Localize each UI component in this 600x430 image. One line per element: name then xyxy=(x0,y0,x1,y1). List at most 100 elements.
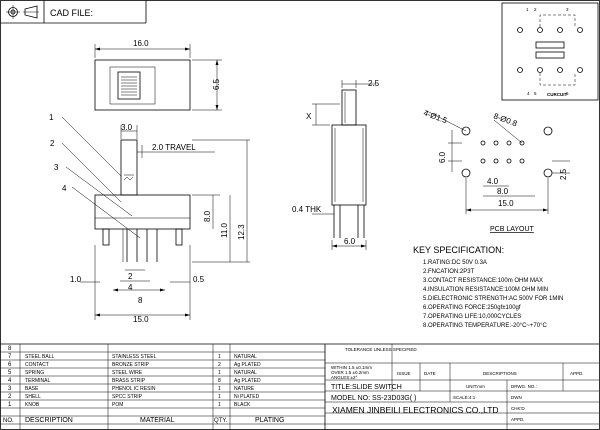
top-view-body xyxy=(94,59,191,111)
dim-body-height: 6.5 xyxy=(212,78,221,90)
pin-label: 6 xyxy=(566,91,569,96)
side-view: 2.5 X 0.4 THK 6.0 xyxy=(292,79,380,250)
circuit-title: CURCUIT xyxy=(547,92,567,97)
bom-qty: 1 xyxy=(218,394,221,400)
pin-label: 2 xyxy=(534,7,537,12)
bom-qty: 1 xyxy=(218,354,221,360)
spec-item: 3.CONTACT RESISTANCE:100m OHM MAX xyxy=(423,278,543,284)
side-body xyxy=(331,124,367,206)
bom-description: BASE xyxy=(25,386,39,392)
bom-plating: Ag PLATED xyxy=(234,362,261,368)
bom-table: 8 7 STEEL BALL STAINLESS STEEL 1 NATURAL… xyxy=(0,343,326,430)
bom-material: BRASS STRIP xyxy=(112,378,146,384)
side-actuator xyxy=(341,89,357,126)
bom-header-description: DESCRIPTION xyxy=(25,417,73,424)
hole-large: 8-Ø0.8 xyxy=(492,111,519,128)
bom-plating: BLACK xyxy=(234,402,251,408)
pin-label: 5 xyxy=(534,91,537,96)
bom-no: 8 xyxy=(8,346,12,352)
bom-qty: 2 xyxy=(218,362,221,368)
bom-material: STAINLESS STEEL xyxy=(112,354,157,360)
bom-header-material: MATERIAL xyxy=(140,417,175,424)
spec-item: 6.OPERATING FORCE:250gf±100gf xyxy=(423,305,521,311)
spec-item: 7.OPERATING LIFE:10,000CYCLES xyxy=(423,314,521,320)
pin-label: 4 xyxy=(527,91,530,96)
dim-pin-2: 2 xyxy=(128,272,133,281)
tolerance-3: ANGLES:±2° xyxy=(331,375,357,380)
dim-pcb-4: 4.0 xyxy=(487,177,499,186)
bom-material: BRONZE STRIP xyxy=(112,362,150,368)
front-view: 16.0 6.5 15.0 8 4 xyxy=(49,39,250,324)
dim-pin-4: 4 xyxy=(128,283,133,292)
dim-pcb-6: 6.0 xyxy=(438,151,447,163)
knob-top-view xyxy=(117,71,141,100)
bom-no: 2 xyxy=(8,394,12,400)
cad-file-label: CAD FILE: xyxy=(50,8,93,18)
bom-description: SPRING xyxy=(25,370,44,376)
bom-material: POM xyxy=(112,402,123,408)
dim-thk: 0.4 THK xyxy=(292,205,322,214)
bom-no: 3 xyxy=(8,386,12,392)
company-name: XIAMEN JINBEILI ELECTRONICS CO.,LTD xyxy=(332,405,499,415)
spec-item: 4.INSULATION RESISTANCE:100M OHM MIN xyxy=(423,287,548,293)
spec-item: 2.FNCATION:2P3T xyxy=(423,269,475,275)
pin-label: 1 xyxy=(526,7,529,12)
dim-pin-05: 0.5 xyxy=(193,275,205,284)
appd-top-label: APPD. xyxy=(570,371,584,376)
dim-side-width: 6.0 xyxy=(344,237,356,246)
bom-qty: 1 xyxy=(218,402,221,408)
dim-actuator-2-5: 2.5 xyxy=(368,79,380,88)
unit-label: UNIT:mm xyxy=(466,384,485,389)
bom-no: 6 xyxy=(8,362,12,368)
front-body xyxy=(94,194,191,230)
bom-plating: NATURE xyxy=(234,386,255,392)
pcb-layout: 4-Ø1.5 8-Ø0.8 6.0 4.0 8.0 15.0 2.5 PCB L… xyxy=(422,108,570,233)
actuator xyxy=(120,139,138,196)
spec-item: 5.DIELECTRONIC STRENGTH:AC 500V FOR 1MIN xyxy=(423,296,563,302)
mount-hole xyxy=(461,168,471,178)
tolerance-2: OVER 1.5 ±0.2mm xyxy=(331,370,369,375)
bom-plating: Ag PLATED xyxy=(234,378,261,384)
dim-pcb-15: 15.0 xyxy=(498,199,514,208)
mount-hole xyxy=(543,168,553,178)
appd-label: APPD. xyxy=(511,417,525,422)
mount-hole xyxy=(543,126,553,136)
issue-label: ISSUE xyxy=(397,371,411,376)
bom-description: STEEL BALL xyxy=(25,354,54,360)
bom-qty: 1 xyxy=(218,386,221,392)
bom-plating: NATURAL xyxy=(234,370,257,376)
dim-x: X xyxy=(306,112,312,121)
dim-actuator-width: 3.0 xyxy=(121,123,133,132)
bom-description: CONTACT xyxy=(25,362,49,368)
scale-label: SCALE:4:1 xyxy=(453,395,476,400)
callout-4: 4 xyxy=(62,184,67,193)
bom-header-plating: PLATING xyxy=(255,417,284,424)
callout-3: 3 xyxy=(54,163,59,172)
hole-small: 4-Ø1.5 xyxy=(422,108,449,125)
bom-material: SPCC STRIP xyxy=(112,394,143,400)
dim-height-12: 12.3 xyxy=(237,224,246,240)
model-no: MODEL NO: SS-23D03G( ) xyxy=(331,395,416,402)
dim-travel: 2.0 TRAVEL xyxy=(152,143,196,152)
bom-plating: Ni PLATED xyxy=(234,394,260,400)
first-angle-projection-icon xyxy=(6,5,39,19)
bom-no: 5 xyxy=(8,370,12,376)
dim-height-11: 11.0 xyxy=(220,222,229,238)
date-label: DATE xyxy=(424,371,436,376)
bom-header-qty: QTY. xyxy=(214,418,228,424)
bom-qty: 8 xyxy=(218,378,221,384)
dim-pin-8: 8 xyxy=(138,296,143,305)
key-specification: KEY SPECIFICATION: 1.RATING:DC 50V 0.3A … xyxy=(413,245,563,329)
title-block: TOLERANCE UNLESS SPECIFIED WITHIN 1.5 ±0… xyxy=(325,343,599,430)
circuit-diagram: 2 1 3 5 6 4 CURCUIT xyxy=(501,2,599,101)
bom-no: 4 xyxy=(8,378,12,384)
tolerance-1: WITHIN 1.5 ±0.1mm xyxy=(331,365,372,370)
dwn-label: DWN xyxy=(511,395,522,400)
bom-no: 7 xyxy=(8,354,12,360)
tolerance-title: TOLERANCE UNLESS SPECIFIED xyxy=(345,347,417,352)
bom-description: SHELL xyxy=(25,394,41,400)
bom-material: STEEL WIRE xyxy=(112,370,143,376)
key-spec-title: KEY SPECIFICATION: xyxy=(413,245,504,255)
bom-material: PHENOL IC RESIN xyxy=(112,386,156,392)
